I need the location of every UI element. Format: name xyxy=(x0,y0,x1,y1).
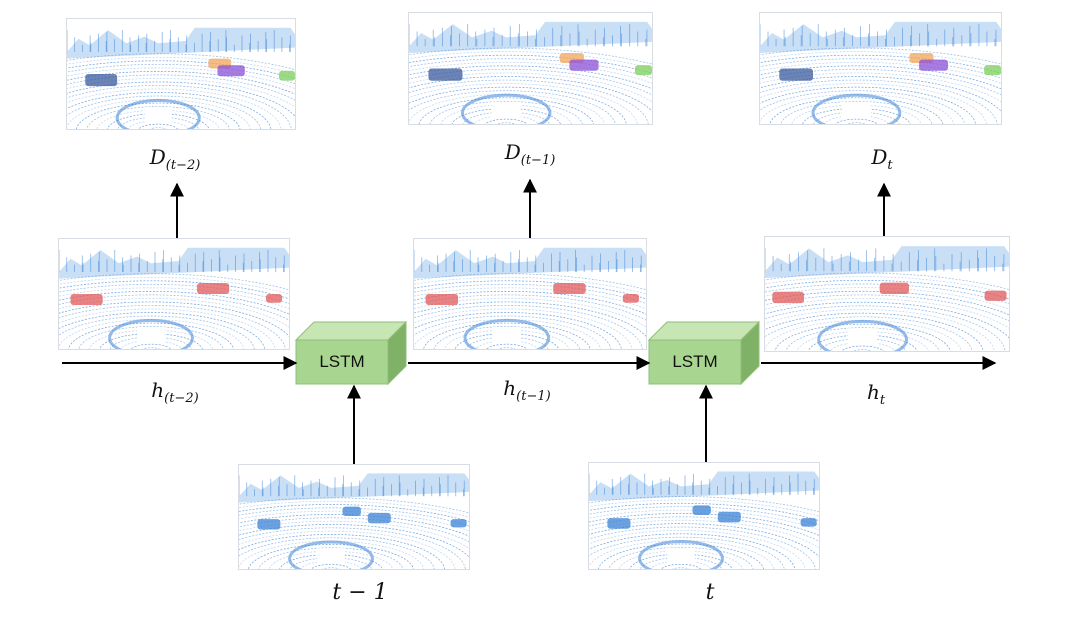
detection-label-t: Dt xyxy=(871,145,892,173)
lidar-point-cloud xyxy=(765,246,1009,351)
lstm-cube-top xyxy=(294,321,408,341)
hidden-state-label-subscript: t xyxy=(879,393,886,408)
lstm-cube-front xyxy=(648,339,742,385)
lidar-point-cloud xyxy=(67,27,295,129)
hidden-state-label-subscript: (t−2) xyxy=(164,391,199,406)
lidar-point-cloud xyxy=(414,247,646,349)
detection-label-subscript: (t−1) xyxy=(520,153,556,168)
lstm-cell-1: LSTM xyxy=(294,320,408,386)
hidden-state-label-base: h xyxy=(866,380,880,404)
lidar-point-cloud xyxy=(760,21,1001,124)
detection-frame-t xyxy=(759,12,1002,125)
hidden-state-label-t-minus-1: h(t−1) xyxy=(503,376,550,404)
hidden-state-label-base: h xyxy=(503,376,517,400)
lstm-cube-icon xyxy=(294,320,408,386)
lidar-point-cloud xyxy=(59,247,289,349)
input-label-t-minus-1: t − 1 xyxy=(332,580,388,605)
detection-label-base: D xyxy=(504,140,521,164)
detection-label-t-minus-1: D(t−1) xyxy=(505,140,556,168)
input-label-t: t xyxy=(705,580,715,605)
input-frame-t-minus-1 xyxy=(238,464,470,570)
lidar-point-cloud xyxy=(239,473,469,569)
input-frame-t xyxy=(588,462,820,570)
detection-label-t-minus-2: D(t−2) xyxy=(150,145,201,173)
hidden-state-frame-t-minus-1 xyxy=(413,238,647,350)
hidden-state-label-subscript: (t−1) xyxy=(516,389,551,404)
lstm-cube-top xyxy=(647,321,761,341)
detection-frame-t-minus-2 xyxy=(66,18,296,130)
lstm-label: LSTM xyxy=(319,352,365,371)
hidden-state-label-t-minus-2: h(t−2) xyxy=(151,378,198,406)
hidden-state-label-t: ht xyxy=(867,380,885,408)
detection-label-subscript: (t−2) xyxy=(165,158,201,173)
lidar-point-cloud xyxy=(589,471,819,569)
lstm-cell-2: LSTM xyxy=(647,320,761,386)
detection-label-base: D xyxy=(149,145,166,169)
hidden-state-label-base: h xyxy=(151,378,165,402)
lstm-label: LSTM xyxy=(672,352,718,371)
detection-label-base: D xyxy=(871,145,888,169)
hidden-state-frame-t xyxy=(764,236,1010,352)
detection-frame-t-minus-1 xyxy=(408,12,653,125)
detection-label-subscript: t xyxy=(887,158,893,173)
lidar-point-cloud xyxy=(409,21,652,124)
hidden-state-frame-t-minus-2 xyxy=(58,238,290,350)
lstm-cube-icon xyxy=(647,320,761,386)
